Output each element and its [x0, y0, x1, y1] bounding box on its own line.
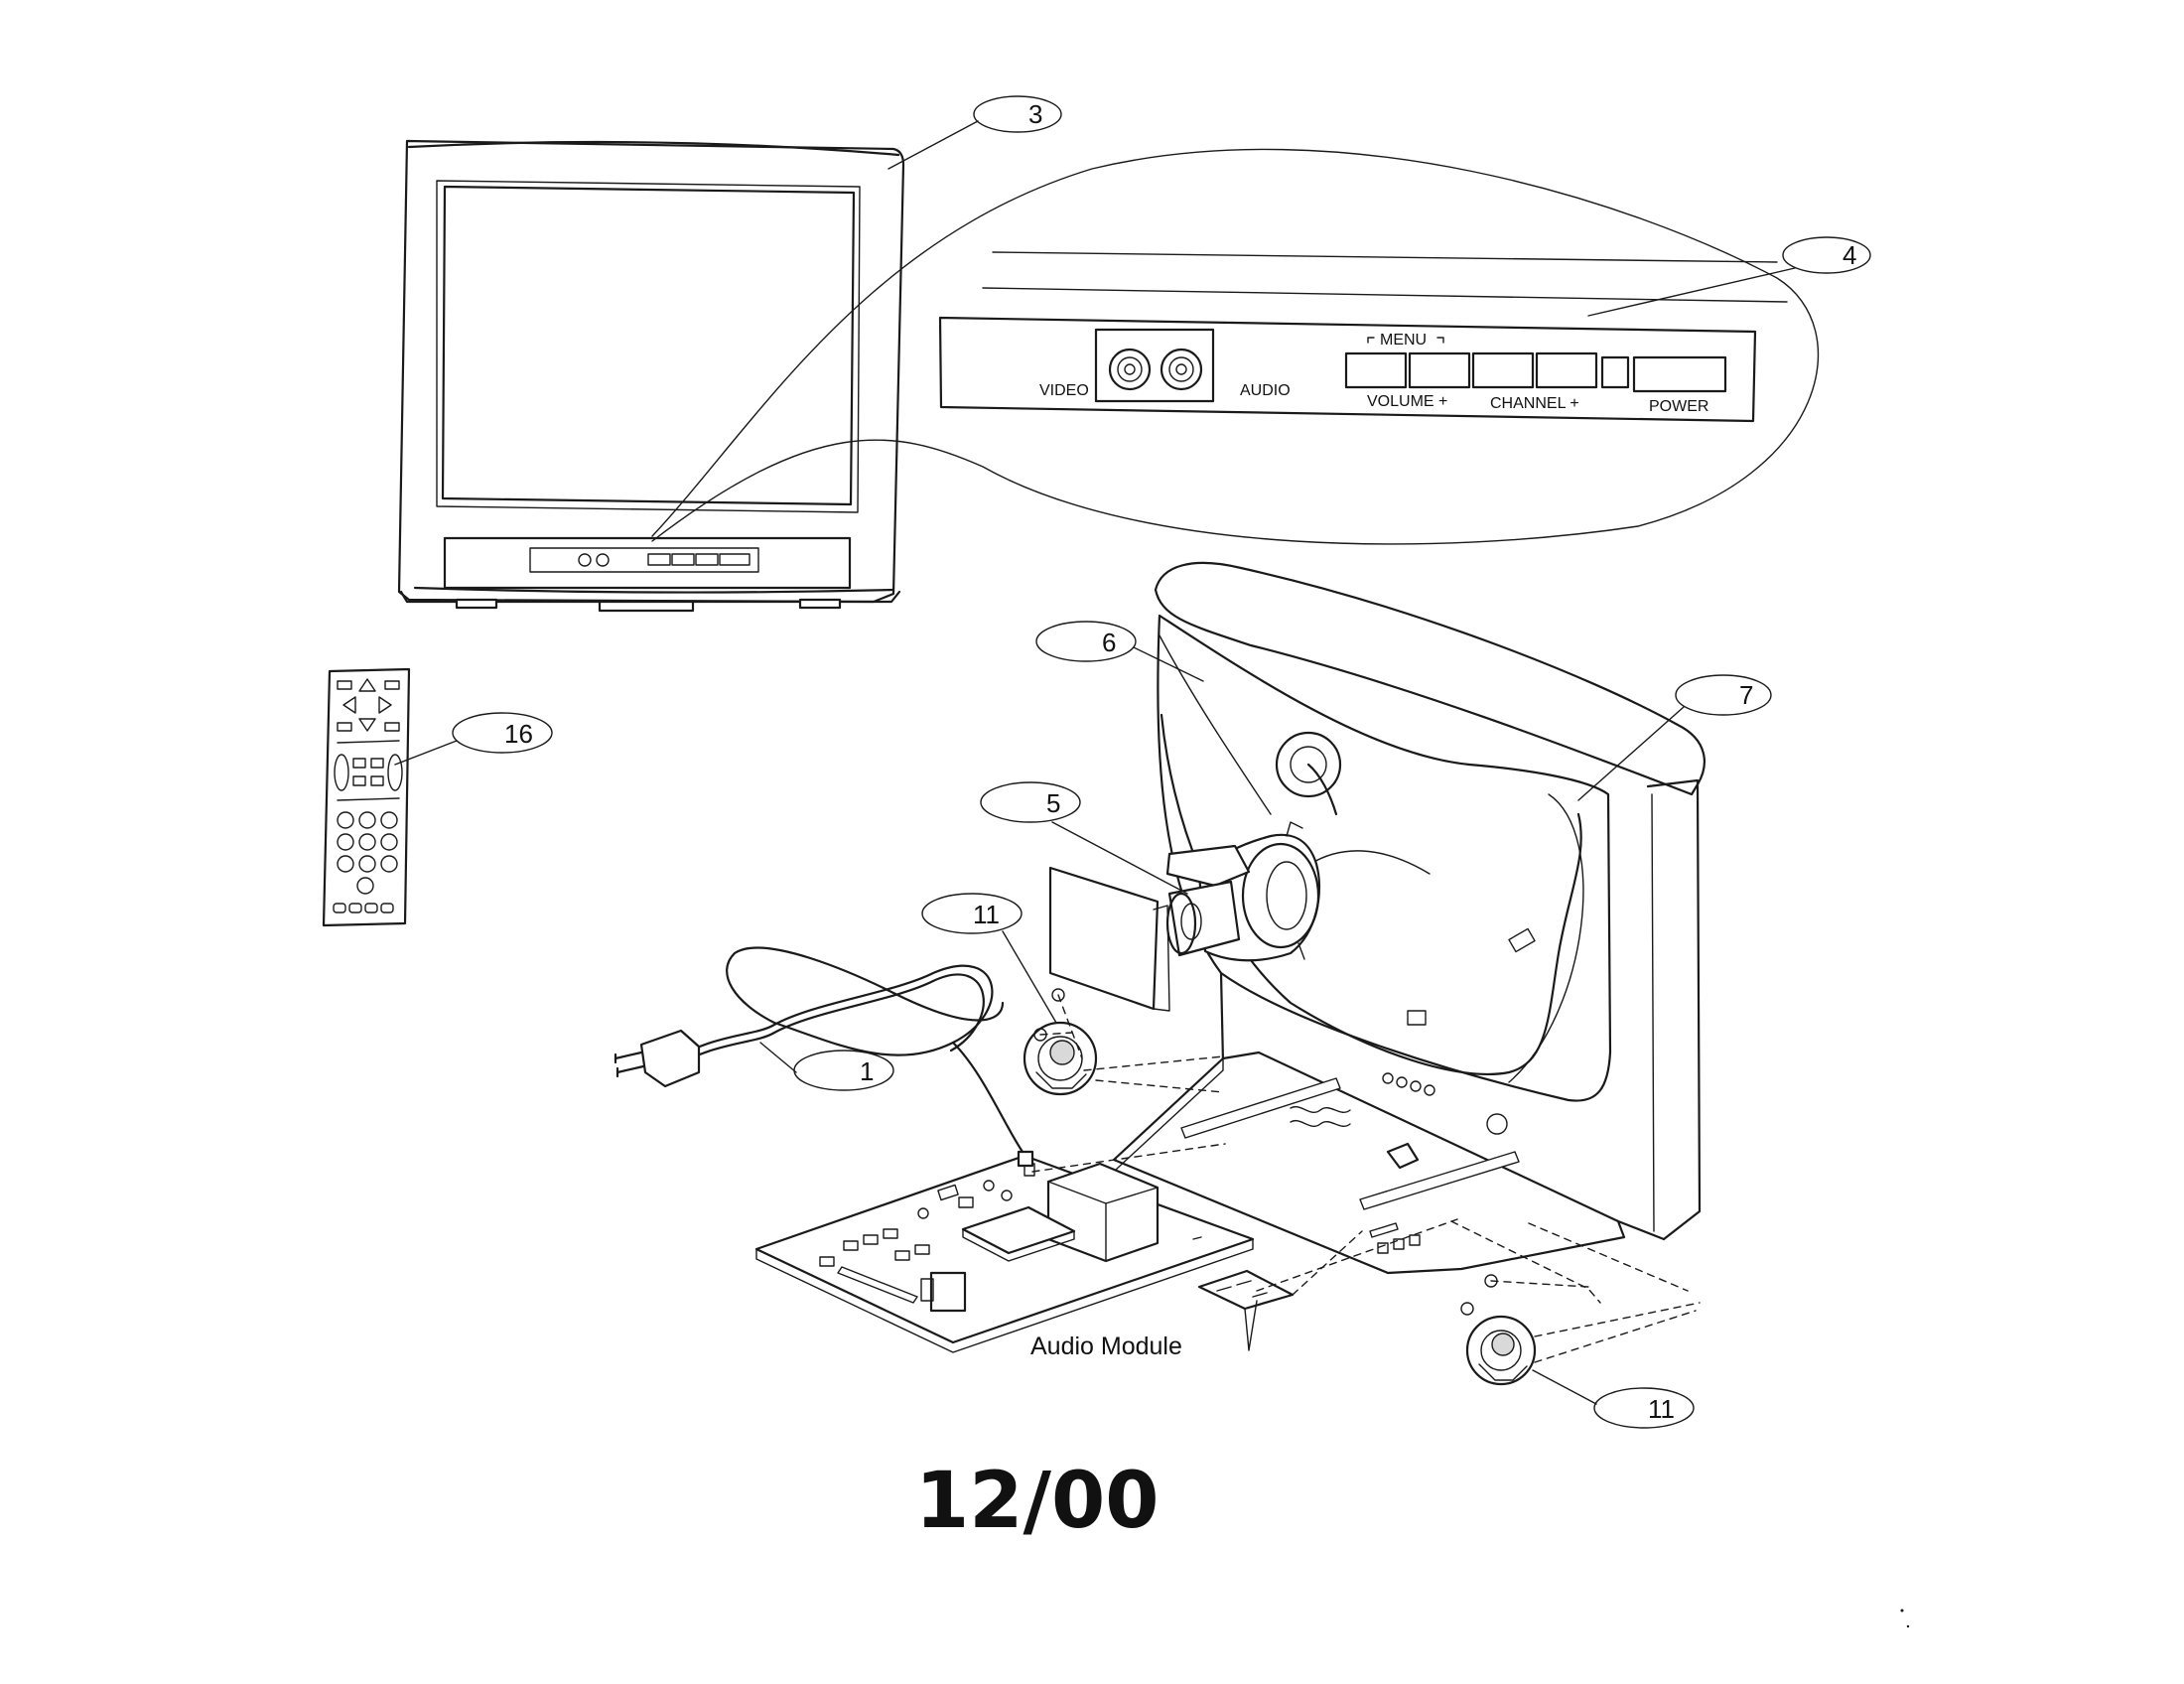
channel-minus-button-drawing — [1471, 351, 1535, 389]
callout-4-number: 4 — [1843, 240, 1856, 270]
callout-5: 5 — [980, 781, 1188, 895]
date-code: 12/00 — [915, 1457, 1160, 1546]
speaker-bottom — [1450, 1220, 1701, 1386]
callout-11-top-number: 11 — [973, 900, 1000, 929]
remote-control — [322, 667, 411, 927]
callout-6-number: 6 — [1102, 628, 1116, 657]
callout-7: 7 — [1577, 674, 1772, 801]
callout-1-number: 1 — [860, 1056, 874, 1086]
audio-module — [1197, 1269, 1295, 1351]
main-pcb — [754, 1154, 1255, 1353]
front-panel-zoom: VIDEO AUDIO MENU VOLUME + CHANNEL + POWE… — [651, 148, 1820, 545]
callout-1: 1 — [759, 1042, 894, 1091]
callout-11-bottom: 11 — [1532, 1369, 1695, 1429]
callout-11-top: 11 — [921, 893, 1057, 1024]
callout-16-number: 16 — [504, 719, 533, 749]
audio-jack-label: AUDIO — [1240, 382, 1291, 399]
power-label: POWER — [1649, 398, 1708, 415]
callout-6: 6 — [1035, 621, 1204, 682]
menu-volume-minus-button-drawing — [1344, 351, 1408, 389]
volume-plus-button-drawing — [1408, 351, 1471, 389]
callout-7-number: 7 — [1739, 680, 1753, 710]
rear-cabinet — [1154, 561, 1706, 1241]
power-button-drawing — [1632, 355, 1727, 393]
speaker-top — [1023, 988, 1224, 1096]
callout-4: 4 — [1587, 236, 1871, 317]
audio-module-label: Audio Module — [1030, 1333, 1182, 1360]
video-jack-label: VIDEO — [1039, 382, 1089, 399]
power-cord — [614, 946, 1034, 1168]
menu-label: MENU — [1380, 332, 1427, 349]
callout-11-bottom-number: 11 — [1648, 1394, 1675, 1424]
callout-16: 16 — [394, 712, 553, 766]
callout-3: 3 — [887, 95, 1062, 170]
chassis-tray — [1112, 1051, 1626, 1275]
volume-label: VOLUME + — [1367, 393, 1447, 410]
channel-label: CHANNEL + — [1490, 395, 1579, 412]
channel-plus-button-drawing — [1535, 351, 1598, 389]
power-indicator-drawing — [1600, 355, 1630, 389]
crt-socket-board — [1048, 866, 1170, 1012]
tv-front-cabinet — [397, 139, 905, 613]
crt-tube — [1157, 614, 1612, 1102]
callout-5-number: 5 — [1046, 788, 1060, 818]
callout-3-number: 3 — [1028, 99, 1042, 129]
assembly-guides — [1031, 1143, 1458, 1296]
